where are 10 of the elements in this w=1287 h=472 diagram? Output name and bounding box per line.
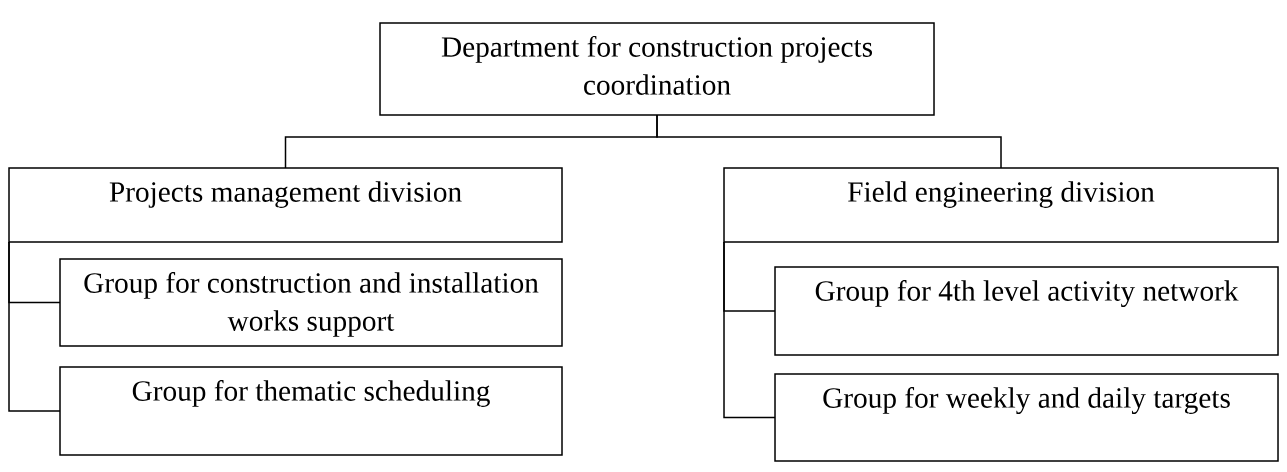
group-box: Group for 4th level activity network <box>774 266 1279 356</box>
connector-line <box>723 241 776 419</box>
group-box: Group for weekly and daily targets <box>774 373 1279 462</box>
connector-line <box>656 114 1002 169</box>
division-box: Projects management division <box>8 167 563 243</box>
group-box: Group for thematic scheduling <box>59 366 563 456</box>
connector-line <box>8 241 61 412</box>
department-box: Department for construction projects coordination <box>379 22 935 116</box>
division-box: Field engineering division <box>723 167 1279 243</box>
group-box: Group for construction and installation works support <box>59 258 563 347</box>
